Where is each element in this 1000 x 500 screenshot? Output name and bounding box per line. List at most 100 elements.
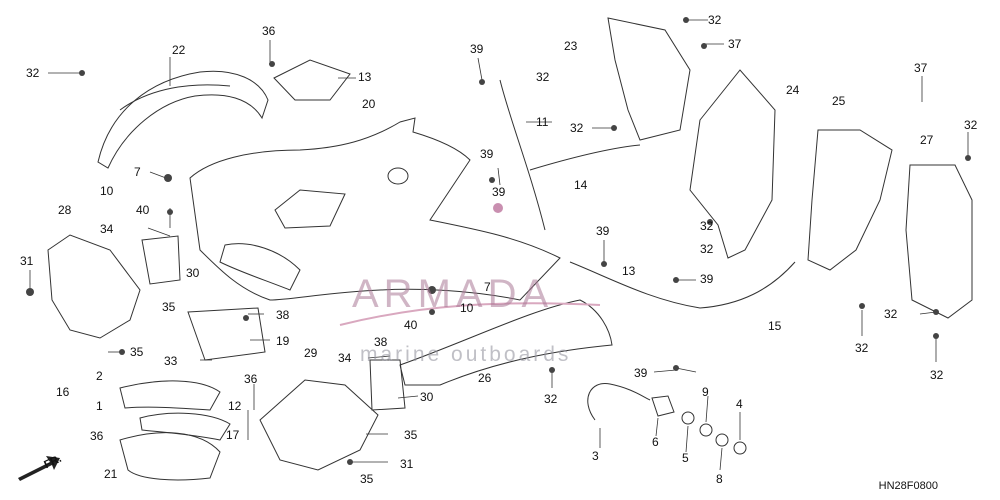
part-26-panel <box>399 299 613 386</box>
part-5-washer <box>681 411 695 425</box>
callout: 40 <box>404 318 418 332</box>
callout: 37 <box>728 37 742 51</box>
callout: 32 <box>570 121 584 135</box>
part-4-washer <box>733 441 747 455</box>
callout: 16 <box>56 385 70 399</box>
callout: 34 <box>100 222 114 236</box>
callout: 14 <box>574 178 588 192</box>
part-13-panel <box>273 59 351 101</box>
callout: 27 <box>920 133 934 147</box>
callout: 35 <box>360 472 374 486</box>
callout: 19 <box>276 334 290 348</box>
callout: 22 <box>172 43 186 57</box>
callout: 30 <box>186 266 200 280</box>
part-20-body <box>189 117 561 301</box>
callout: 40 <box>136 203 150 217</box>
callout: 32 <box>536 70 550 84</box>
callout: 7 <box>134 165 141 179</box>
callout: 33 <box>164 354 178 368</box>
part-22-fender-edge <box>119 84 231 111</box>
callout: 32 <box>544 392 558 406</box>
callout: 13 <box>622 264 636 278</box>
callout: 25 <box>832 94 846 108</box>
callout: 24 <box>786 83 800 97</box>
callout: 35 <box>404 428 418 442</box>
part-16-panel <box>119 380 221 411</box>
part-21-lid <box>119 432 221 481</box>
leader-lines <box>29 19 969 471</box>
callout: 15 <box>768 319 782 333</box>
callout: 13 <box>358 70 372 84</box>
part-22-fender <box>97 70 269 169</box>
callout: 39 <box>700 272 714 286</box>
part-20-hood <box>274 189 346 229</box>
callout: 36 <box>262 24 276 38</box>
callout: 32 <box>700 242 714 256</box>
callout: 29 <box>304 346 318 360</box>
callout: 32 <box>855 341 869 355</box>
callout: 32 <box>964 118 978 132</box>
callout: 36 <box>244 372 258 386</box>
part-23-inner-fender <box>607 17 691 141</box>
callout: 38 <box>374 335 388 349</box>
bolts <box>26 17 971 465</box>
front-arrow <box>18 456 60 481</box>
part-30-duct-lower <box>369 359 406 411</box>
callout: 2 <box>96 369 103 383</box>
callout: 39 <box>634 366 648 380</box>
callout: 32 <box>700 219 714 233</box>
callout: 10 <box>100 184 114 198</box>
part-20-vent <box>219 243 301 291</box>
part-8-nut <box>715 433 729 447</box>
part-3-lead <box>587 383 651 421</box>
part-29-cover <box>259 379 379 471</box>
part-14-cable <box>529 144 641 171</box>
callout: 23 <box>564 39 578 53</box>
callout: 12 <box>228 399 242 413</box>
part-11-cable <box>499 79 546 231</box>
callout: 17 <box>226 428 240 442</box>
callout: 26 <box>478 371 492 385</box>
highlight-dot <box>493 203 503 213</box>
pink-strip <box>339 302 601 326</box>
callout: 30 <box>420 390 434 404</box>
part-9-washer <box>699 423 713 437</box>
part-6-socket <box>651 395 675 417</box>
part-25-panel <box>807 129 893 271</box>
callout: 32 <box>930 368 944 382</box>
callout: 21 <box>104 467 118 481</box>
callout: 31 <box>20 254 34 268</box>
callout: 32 <box>884 307 898 321</box>
watermark-tagline: marine outboards <box>360 343 572 366</box>
callout: 39 <box>492 185 506 199</box>
callout: 1 <box>96 399 103 413</box>
callout: 3 <box>592 449 599 463</box>
callout: 5 <box>682 451 689 465</box>
callout: 9 <box>702 385 709 399</box>
callout: 36 <box>90 429 104 443</box>
callout: 31 <box>400 457 414 471</box>
drawing-code: HN28F0800 <box>878 480 938 492</box>
callout: 37 <box>914 61 928 75</box>
callout: 7 <box>484 280 491 294</box>
callout: 20 <box>362 97 376 111</box>
callout: 39 <box>470 42 484 56</box>
callout: 39 <box>596 224 610 238</box>
callout: 34 <box>338 351 352 365</box>
callout: 11 <box>536 115 549 129</box>
part-24-flap <box>689 69 776 259</box>
callout: 35 <box>130 345 144 359</box>
callout: 32 <box>708 13 722 27</box>
callout: 39 <box>480 147 494 161</box>
part-28-fender <box>47 234 141 339</box>
callout: 38 <box>276 308 290 322</box>
part-19-box <box>187 307 266 361</box>
part-12-seal <box>139 412 231 441</box>
part-30-duct <box>141 235 181 285</box>
watermark-brand: ARMADA <box>352 272 554 316</box>
callout: 35 <box>162 300 176 314</box>
callout: 8 <box>716 472 723 486</box>
callout: 32 <box>26 66 40 80</box>
